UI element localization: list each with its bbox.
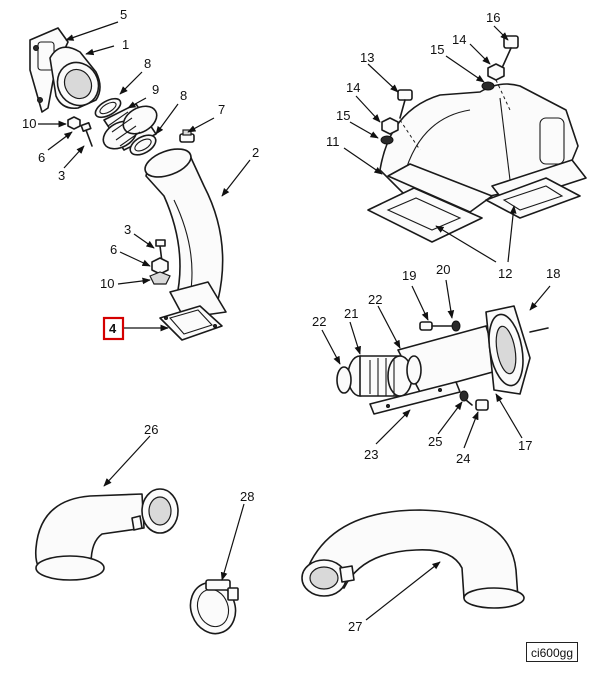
callout-28: 28 bbox=[240, 489, 254, 504]
bolts-right-part bbox=[380, 35, 519, 151]
seal-ring-lower-part bbox=[129, 134, 157, 156]
callout-26: 26 bbox=[144, 422, 158, 437]
clamp-sleeve-part bbox=[347, 355, 413, 397]
bracket-strip-part bbox=[369, 381, 461, 415]
callout-15-left: 15 bbox=[336, 108, 350, 123]
sleeve-connector-part bbox=[102, 103, 158, 151]
callout-12: 12 bbox=[498, 266, 512, 281]
callout-6-upper: 6 bbox=[38, 150, 45, 165]
callout-14-left: 14 bbox=[346, 80, 360, 95]
callout-24: 24 bbox=[456, 451, 470, 466]
callout-21: 21 bbox=[344, 306, 358, 321]
curved-exhaust-pipe-part bbox=[144, 148, 227, 319]
callout-19: 19 bbox=[402, 268, 416, 283]
seal-ring-mid-part bbox=[336, 355, 422, 394]
elbow-adapter-part bbox=[49, 46, 101, 110]
callout-5: 5 bbox=[120, 7, 127, 22]
pipe-elbow-27-part bbox=[301, 509, 525, 609]
callout-22-right: 22 bbox=[368, 292, 382, 307]
callout-10-lower: 10 bbox=[100, 276, 114, 291]
callout-25: 25 bbox=[428, 434, 442, 449]
callout-11: 11 bbox=[326, 134, 340, 149]
callout-3-upper: 3 bbox=[58, 168, 65, 183]
callout-3-lower: 3 bbox=[124, 222, 131, 237]
callout-4-highlight-box bbox=[102, 316, 125, 341]
callout-8-upper: 8 bbox=[144, 56, 151, 71]
callout-2: 2 bbox=[252, 145, 259, 160]
callout-8-lower: 8 bbox=[180, 88, 187, 103]
screws-left-part bbox=[67, 116, 171, 285]
callout-4: 4 bbox=[109, 321, 117, 336]
hardware-mid-part bbox=[419, 320, 489, 411]
callout-10-upper: 10 bbox=[22, 116, 36, 131]
elbow-assembly-part bbox=[397, 305, 549, 395]
callout-22-left: 22 bbox=[312, 314, 326, 329]
callout-15-right: 15 bbox=[430, 42, 444, 57]
callout-23: 23 bbox=[364, 447, 378, 462]
plug-part bbox=[179, 129, 195, 143]
v-band-clamp-part bbox=[189, 579, 239, 635]
callout-16: 16 bbox=[486, 10, 500, 25]
gasket-left-part bbox=[159, 305, 223, 341]
callout-27: 27 bbox=[348, 619, 362, 634]
callout-7: 7 bbox=[218, 102, 225, 117]
callout-14-right: 14 bbox=[452, 32, 466, 47]
callout-13: 13 bbox=[360, 50, 374, 65]
callout-18: 18 bbox=[546, 266, 560, 281]
gasket-right-left-part bbox=[367, 187, 483, 243]
callout-20: 20 bbox=[436, 262, 450, 277]
figure-reference-code: ci600gg bbox=[526, 642, 578, 662]
callout-6-lower: 6 bbox=[110, 242, 117, 257]
leader-lines bbox=[38, 21, 551, 621]
callout-labels: 5 1 8 9 8 7 2 10 6 3 3 6 10 4 16 14 15 1… bbox=[22, 7, 560, 634]
callout-1: 1 bbox=[122, 37, 129, 52]
callout-9: 9 bbox=[152, 82, 159, 97]
callout-17: 17 bbox=[518, 438, 532, 453]
exhaust-manifold-part bbox=[379, 83, 587, 213]
pipe-elbow-26-part bbox=[34, 488, 179, 581]
seal-ring-upper-part bbox=[94, 97, 122, 119]
